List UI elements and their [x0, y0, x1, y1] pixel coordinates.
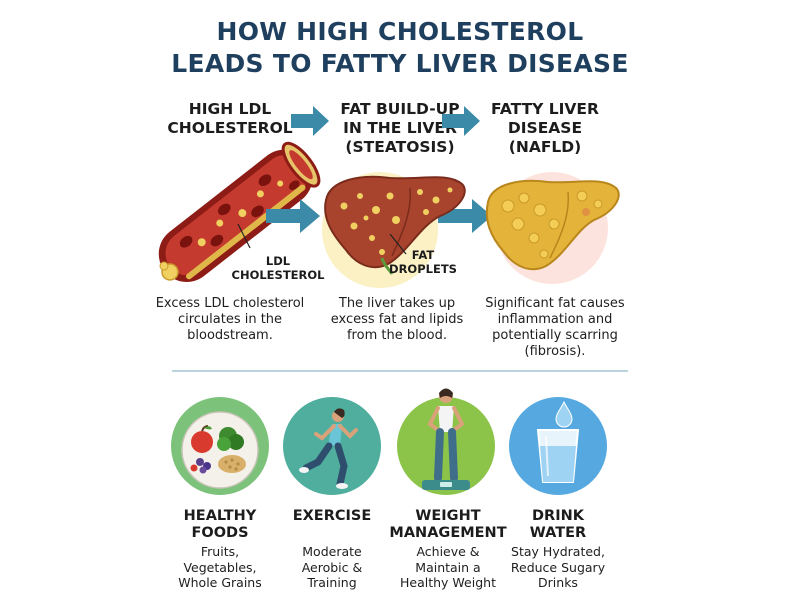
- tip-desc-line: Stay Hydrated,: [511, 544, 605, 559]
- section-divider: [172, 370, 628, 372]
- tip-title-line: HEALTHY: [183, 508, 257, 524]
- fatty-liver-illustration: [485, 172, 620, 284]
- stage-3-desc-line: potentially scarring: [492, 328, 618, 343]
- stage-1-desc-line: bloodstream.: [187, 328, 273, 343]
- tip-weight-management-desc: Achieve & Maintain a Healthy Weight: [386, 544, 510, 591]
- arrow-right-icon: [442, 106, 480, 136]
- scale-woman-icon: [397, 388, 495, 495]
- tip-desc-line: Achieve &: [416, 544, 480, 559]
- stage-3-title: FATTY LIVER DISEASE (NAFLD): [475, 100, 615, 157]
- stage-1-title-line: CHOLESTEROL: [167, 119, 293, 137]
- tip-drink-water-title: DRINK WATER: [496, 508, 620, 542]
- liver-steatosis-illustration: [322, 172, 466, 288]
- stage-2-title-line: FAT BUILD-UP: [340, 100, 460, 118]
- stage-2-desc-line: The liver takes up: [338, 296, 456, 311]
- tip-desc-line: Healthy Weight: [400, 575, 496, 590]
- tip-desc-line: Drinks: [538, 575, 578, 590]
- tip-desc-line: Training: [307, 575, 357, 590]
- fat-label-line: DROPLETS: [389, 262, 457, 276]
- stage-2-description: The liver takes up excess fat and lipids…: [312, 296, 482, 344]
- tip-desc-line: Reduce Sugary: [510, 559, 606, 575]
- stage-3-title-line: (NAFLD): [508, 138, 582, 156]
- tip-weight-management-title: WEIGHT MANAGEMENT: [386, 508, 510, 542]
- stage-1-title-line: HIGH LDL: [188, 100, 272, 118]
- tip-desc-line: Maintain a: [415, 559, 481, 575]
- tip-desc-line: Vegetables,: [183, 559, 257, 575]
- water-glass-icon: [509, 397, 607, 495]
- title-line-2: LEADS TO FATTY LIVER DISEASE: [171, 49, 629, 78]
- tip-title-line: MANAGEMENT: [389, 525, 507, 541]
- stage-1-title: HIGH LDL CHOLESTEROL: [160, 100, 300, 138]
- stage-1-desc-line: Excess LDL cholesterol: [155, 296, 305, 311]
- tip-exercise-desc: Moderate Aerobic & Training: [270, 544, 394, 591]
- stage-3-description: Significant fat causes inflammation and …: [470, 296, 640, 360]
- tip-desc-line: Whole Grains: [178, 575, 262, 590]
- stage-2-title-line: (STEATOSIS): [345, 138, 455, 156]
- tip-desc-line: Aerobic &: [301, 559, 363, 575]
- tip-drink-water-desc: Stay Hydrated, Reduce Sugary Drinks: [496, 544, 620, 591]
- tip-title-line: DRINK: [532, 508, 584, 524]
- ldl-label-line: LDL: [265, 254, 291, 268]
- stage-1-desc-line: circulates in the: [177, 312, 283, 327]
- main-title: HOW HIGH CHOLESTEROL LEADS TO FATTY LIVE…: [0, 16, 800, 80]
- arrow-right-icon: [266, 199, 320, 233]
- tip-title-line: WEIGHT: [415, 508, 481, 524]
- fat-droplets-label: FAT DROPLETS: [388, 248, 458, 276]
- stage-2-desc-line: from the blood.: [346, 328, 447, 343]
- ldl-cholesterol-label: LDL CHOLESTEROL: [228, 254, 328, 282]
- tip-exercise-title: EXERCISE: [270, 508, 394, 525]
- stage-3-desc-line: inflammation and: [497, 312, 613, 327]
- tip-desc-line: Fruits,: [200, 544, 240, 559]
- fat-label-line: FAT: [411, 248, 435, 262]
- arrow-right-icon: [438, 199, 492, 233]
- blood-vessel-illustration: [158, 141, 321, 282]
- stage-2-title-line: IN THE LIVER: [343, 119, 457, 137]
- stage-2-title: FAT BUILD-UP IN THE LIVER (STEATOSIS): [325, 100, 475, 157]
- title-line-1: HOW HIGH CHOLESTEROL: [216, 17, 584, 46]
- tip-healthy-foods-desc: Fruits, Vegetables, Whole Grains: [158, 544, 282, 591]
- stage-3-desc-line: Significant fat causes: [485, 296, 625, 311]
- tip-title-line: FOODS: [191, 525, 249, 541]
- tip-title-line: EXERCISE: [292, 508, 372, 524]
- running-woman-icon: [283, 397, 381, 495]
- arrow-right-icon: [291, 106, 329, 136]
- stage-3-desc-line: (fibrosis).: [524, 344, 586, 359]
- healthy-food-plate-icon: [171, 397, 269, 495]
- stage-3-title-line: FATTY LIVER: [491, 100, 599, 118]
- tip-healthy-foods-title: HEALTHY FOODS: [158, 508, 282, 542]
- stage-1-description: Excess LDL cholesterol circulates in the…: [145, 296, 315, 344]
- ldl-label-line: CHOLESTEROL: [231, 268, 325, 282]
- tip-title-line: WATER: [529, 525, 587, 541]
- stage-2-desc-line: excess fat and lipids: [330, 312, 464, 327]
- tip-desc-line: Moderate: [302, 544, 362, 559]
- stage-3-title-line: DISEASE: [507, 119, 583, 137]
